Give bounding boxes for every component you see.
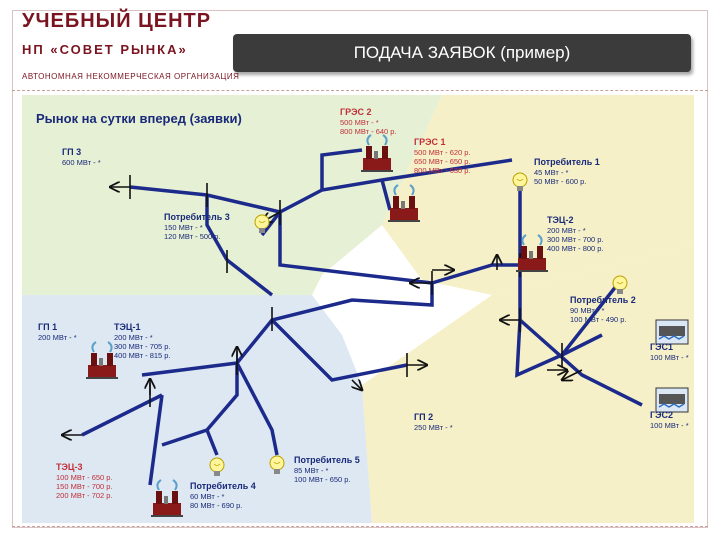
node-bid-grez2: 800 МВт - 640 р.	[340, 127, 397, 136]
node-name-consumer3: Потребитель 3	[164, 212, 230, 222]
node-bid-consumer3: 120 МВт - 500 р.	[164, 232, 221, 241]
node-name-consumer5: Потребитель 5	[294, 455, 360, 465]
node-bid-tec2: 200 МВт - *	[547, 226, 586, 235]
hydro-plant-icon	[655, 319, 689, 345]
node-bid-consumer2: 90 МВт - *	[570, 306, 605, 315]
page-title: ПОДАЧА ЗАЯВОК (пример)	[353, 43, 571, 62]
node-bid-gp1: 200 МВт - *	[38, 333, 77, 342]
node-bid-tec1: 300 МВт - 705 р.	[114, 342, 171, 351]
node-name-consumer4: Потребитель 4	[190, 481, 256, 491]
region-yellow-top	[382, 95, 694, 295]
brand-caption: АВТОНОМНАЯ НЕКОММЕРЧЕСКАЯ ОРГАНИЗАЦИЯ	[22, 72, 240, 81]
node-bid-ges1: 100 МВт - *	[650, 353, 689, 362]
node-bid-tec3: 200 МВт - 702 р.	[56, 491, 113, 500]
node-bid-tec1: 200 МВт - *	[114, 333, 153, 342]
node-bid-grez1: 650 МВт - 650 р.	[414, 157, 471, 166]
node-name-tec1: ТЭЦ-1	[114, 322, 140, 332]
node-bid-consumer4: 60 МВт - *	[190, 492, 225, 501]
node-name-ges2: ГЭС2	[650, 410, 673, 420]
node-name-gp3: ГП 3	[62, 147, 81, 157]
divider-top	[12, 90, 708, 91]
node-name-grez1: ГРЭС 1	[414, 137, 446, 147]
node-name-gp1: ГП 1	[38, 322, 57, 332]
arrows	[62, 187, 583, 435]
region-blue	[22, 295, 372, 523]
node-bid-tec1: 400 МВт - 815 р.	[114, 351, 171, 360]
diagram-heading: Рынок на сутки вперед (заявки)	[36, 111, 242, 126]
node-name-tec2: ТЭЦ-2	[547, 215, 573, 225]
node-bid-grez2: 500 МВт - *	[340, 118, 379, 127]
node-bid-consumer1: 50 МВт - 600 р.	[534, 177, 586, 186]
node-bid-consumer1: 45 МВт - *	[534, 168, 569, 177]
node-bid-grez1: 800 МВт - 630 р.	[414, 166, 471, 175]
node-name-consumer2: Потребитель 2	[570, 295, 636, 305]
node-bid-gp2: 250 МВт - *	[414, 423, 453, 432]
node-bid-consumer2: 100 МВт - 490 р.	[570, 315, 627, 324]
brand-title: УЧЕБНЫЙ ЦЕНТР	[22, 10, 212, 32]
region-green	[22, 95, 442, 295]
node-name-tec3: ТЭЦ-3	[56, 462, 82, 472]
region-yellow-bottom	[362, 245, 694, 523]
node-name-grez2: ГРЭС 2	[340, 107, 372, 117]
node-name-ges1: ГЭС1	[650, 342, 673, 352]
node-bid-tec3: 150 МВт - 700 р.	[56, 482, 113, 491]
power-lines	[81, 148, 643, 486]
node-name-consumer1: Потребитель 1	[534, 157, 600, 167]
node-bid-ges2: 100 МВт - *	[650, 421, 689, 430]
node-bid-consumer5: 100 МВт - 650 р.	[294, 475, 351, 484]
slide-frame	[12, 10, 708, 528]
node-bid-consumer3: 150 МВт - *	[164, 223, 203, 232]
node-bid-consumer4: 80 МВт - 690 р.	[190, 501, 242, 510]
node-bid-grez1: 500 МВт - 620 р.	[414, 148, 471, 157]
network-diagram: Рынок на сутки вперед (заявки)	[22, 95, 694, 523]
brand-subtitle: НП «СОВЕТ РЫНКА»	[22, 42, 188, 57]
node-bid-consumer5: 85 МВт - *	[294, 466, 329, 475]
divider-bottom	[12, 526, 708, 527]
node-bid-tec2: 300 МВт - 700 р.	[547, 235, 604, 244]
node-bid-tec3: 100 МВт - 650 р.	[56, 473, 113, 482]
node-bid-tec2: 400 МВт - 800 р.	[547, 244, 604, 253]
title-bar: ПОДАЧА ЗАЯВОК (пример)	[233, 34, 691, 72]
node-name-gp2: ГП 2	[414, 412, 433, 422]
hydro-plant-icon	[655, 387, 689, 413]
node-bid-gp3: 600 МВт - *	[62, 158, 101, 167]
